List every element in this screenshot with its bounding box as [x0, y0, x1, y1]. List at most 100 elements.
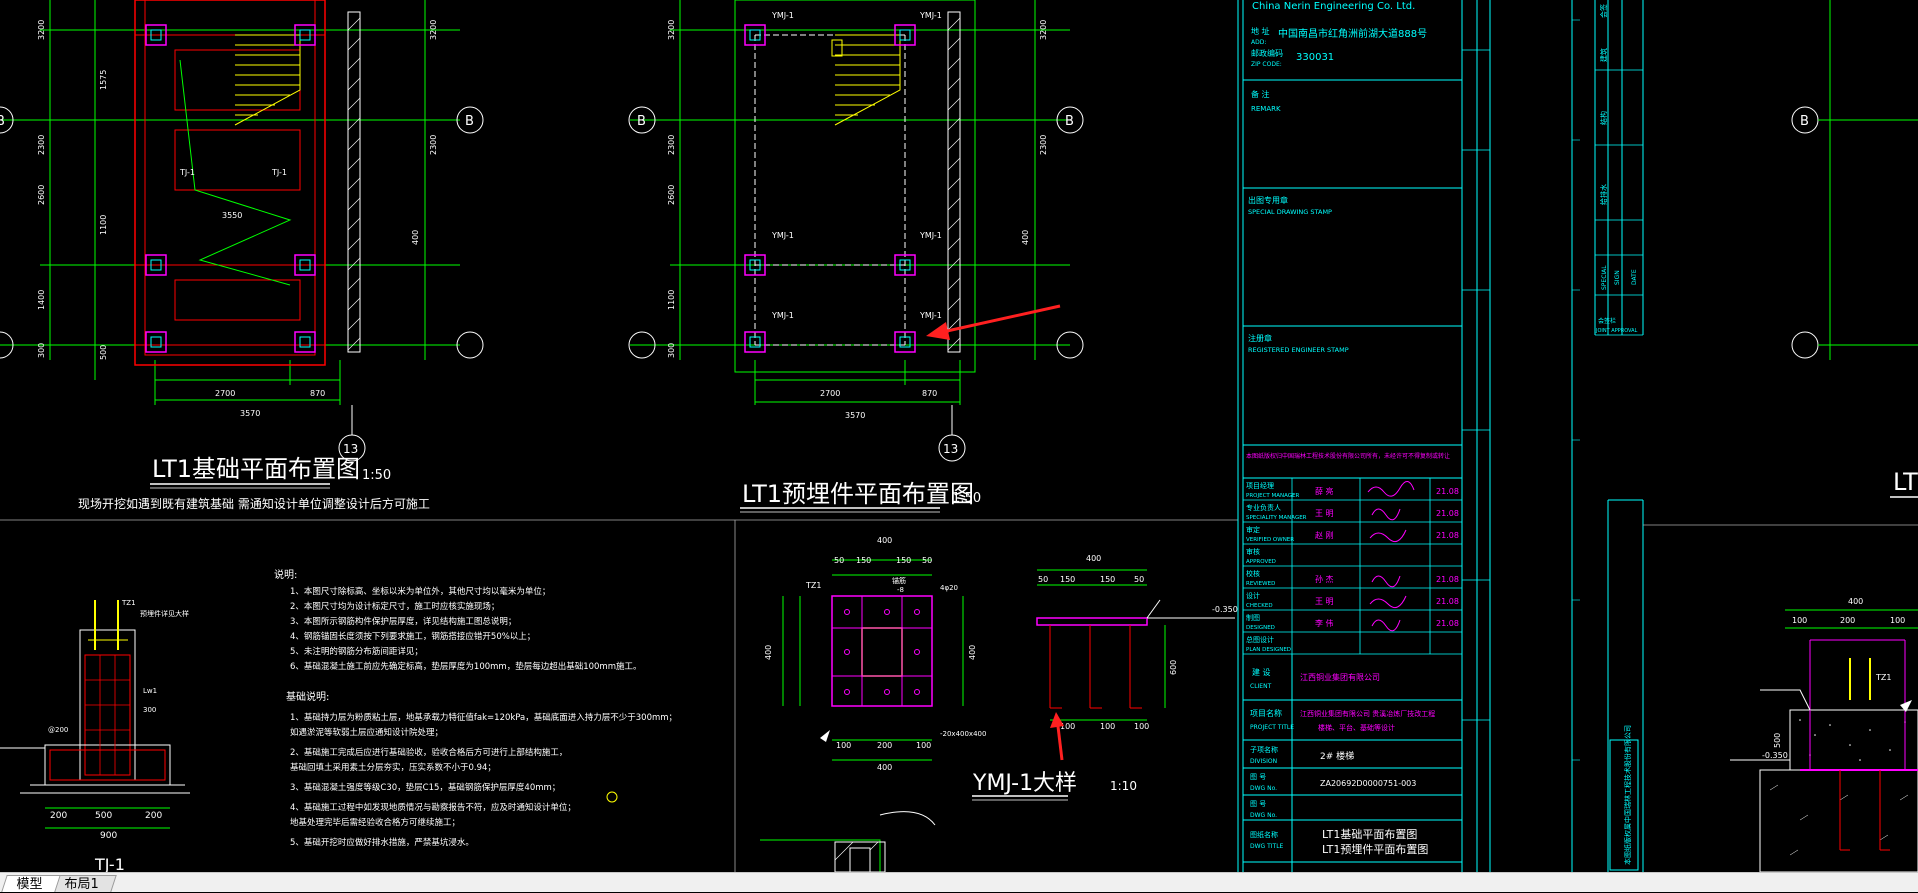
role-date: 21.08 — [1436, 619, 1459, 628]
ymj-sec-dim: 150 — [1060, 575, 1075, 584]
tj1-label: Lw1 — [143, 687, 157, 695]
plan1-dim: 2700 — [215, 389, 235, 398]
note-line: 如遇淤泥等软弱土层应通知设计院处理； — [290, 727, 443, 738]
ymj-label: 锚筋 — [892, 576, 906, 585]
rd-label: TZ1 — [1875, 673, 1891, 682]
plan1-label: 3550 — [222, 211, 242, 220]
ymj-sec-dim: 400 — [1086, 554, 1101, 563]
plan1-dim: 1400 — [37, 290, 46, 310]
role-name: 王 明 — [1315, 597, 1334, 606]
note-line: 2、基础施工完成后应进行基础验收，验收合格后方可进行上部结构施工， — [290, 747, 567, 758]
role-name: 王 明 — [1315, 509, 1334, 518]
dwg-label-en: DWG No. — [1250, 785, 1277, 792]
plan2-dim: 2700 — [820, 389, 840, 398]
plan1-scale: 1:50 — [362, 468, 391, 483]
plan1-dim: 500 — [99, 345, 108, 360]
plan1-note: 现场开挖如遇到既有建筑基础 需通知设计单位调整设计后方可施工 — [78, 496, 430, 511]
plan2-dim: 2300 — [1039, 135, 1048, 155]
note-line: 4、基础施工过程中如发现地质情况与勘察报告不符，应及时通知设计单位； — [290, 802, 576, 813]
plan1-dim: 3570 — [240, 409, 260, 418]
plan2-dim: 3200 — [667, 20, 676, 40]
ymj-sec-dim: 100 — [1100, 722, 1115, 731]
role-cn: 校核 — [1246, 569, 1260, 578]
rb-cell: 建筑 — [1599, 48, 1608, 62]
ymj-dim: 100 — [836, 741, 851, 750]
section-tj1: 200 500 200 900 TZ1 预埋件详见大样 Lw1 300 @200… — [0, 599, 190, 872]
client: 江西铜业集团有限公司 — [1300, 672, 1380, 682]
note-line: 基础回填土采用素土分层夯实，压实系数不小于0.94； — [290, 762, 496, 773]
titleblock: China Nerin Engineering Co. Ltd. 地 址 ADD… — [1237, 0, 1491, 872]
role-cn: 设计 — [1246, 591, 1260, 600]
plan2-dim: 300 — [667, 343, 676, 358]
note-line: 3、本图所示钢筋构件保护层厚度，详见结构施工图总说明； — [290, 616, 516, 627]
role-cn: 制图 — [1246, 613, 1260, 622]
ymj-tag: YMJ-1 — [919, 11, 942, 20]
project-label-en: PROJECT TITLE — [1250, 724, 1294, 731]
note-line: 6、基础混凝土施工前应先确定标高，垫层厚度为100mm，垫层每边超出基础100m… — [290, 661, 641, 672]
rd-label: -0.350 — [1762, 751, 1788, 760]
role-date: 21.08 — [1436, 531, 1459, 540]
note-line: 4、钢筋锚固长度须按下列要求施工，钢筋搭接应错开50%以上； — [290, 631, 535, 642]
project2: 楼梯、平台、基础等设计 — [1318, 723, 1395, 732]
special-stamp: 出图专用章 — [1248, 195, 1288, 205]
plan1-dim: 1575 — [99, 70, 108, 90]
ymj-tag: YMJ-1 — [771, 11, 794, 20]
rb-cell: 结构 — [1599, 111, 1608, 125]
layout-tab-bar: 模型 布局1 — [0, 872, 1918, 892]
note-line: 1、本图尺寸除标高、坐标以米为单位外，其他尺寸均以毫米为单位； — [290, 586, 550, 597]
drawing-canvas[interactable]: B B 13 2700 870 3570 3200 1575 2300 2600… — [0, 0, 1918, 872]
address: 中国南昌市红角洲前湖大道888号 — [1278, 27, 1427, 40]
special-stamp-en: SPECIAL DRAWING STAMP — [1248, 208, 1332, 216]
company-name: China Nerin Engineering Co. Ltd. — [1252, 1, 1415, 12]
ymj-sec-label: 600 — [1169, 660, 1178, 675]
notes: 说明: 1、本图尺寸除标高、坐标以米为单位外，其他尺寸均以毫米为单位； 2、本图… — [274, 568, 677, 848]
ymj-dim: 400 — [877, 763, 892, 772]
plan1-axis-b: B — [465, 114, 474, 129]
tj1-label: 预埋件详见大样 — [140, 609, 189, 618]
zip-label: 邮政编码 — [1251, 48, 1283, 58]
annotation-arrow — [937, 304, 1061, 335]
note-line: 5、未注明的钢筋分布筋间距详见； — [290, 646, 423, 657]
plan2-dim: 2600 — [667, 185, 676, 205]
tab-model[interactable]: 模型 — [1, 875, 61, 892]
tj1-label: 300 — [143, 706, 156, 714]
plan2-dim: 2300 — [667, 135, 676, 155]
dwg-label2: 图 号 — [1250, 800, 1266, 808]
role-cn: 审核 — [1246, 547, 1260, 556]
engineer-stamp: 注册章 — [1248, 333, 1272, 343]
side-text: 本图纸版权属中国瑞林工程技术股份有限公司 — [1623, 725, 1632, 865]
ymj-sec-dim: 150 — [1100, 575, 1115, 584]
addr-label: 地 址 — [1251, 26, 1270, 36]
project: 江西铜业集团有限公司 贵溪冶炼厂技改工程 — [1300, 709, 1435, 718]
tj1-dim: 200 — [145, 811, 162, 821]
plan1-label: TJ-1 — [271, 168, 287, 177]
ymj-sec-label: -0.350 — [1212, 605, 1238, 614]
plan2-dim: 3570 — [845, 411, 865, 420]
role-name: 孙 杰 — [1315, 574, 1334, 584]
note-line: 地基处理完毕后需经验收合格方可继续施工； — [290, 817, 460, 828]
tj1-dim: 500 — [95, 811, 112, 821]
ymj-dim: 400 — [877, 536, 892, 545]
ymj-dim: 150 — [856, 556, 871, 565]
plan1-axis-13: 13 — [343, 442, 358, 456]
remark-label: 备 注 — [1251, 89, 1270, 99]
role-date: 21.08 — [1436, 509, 1459, 518]
tj1-label: TZ1 — [121, 599, 136, 607]
plan1-axis-b-left: B — [0, 114, 5, 129]
role-row: 总图设计 PLAN DESIGNED — [1246, 635, 1291, 653]
cad-drawing[interactable]: B B 13 2700 870 3570 3200 1575 2300 2600… — [0, 0, 1918, 872]
rb-cell: 会签 — [1599, 4, 1608, 18]
ymj-tag: YMJ-1 — [771, 311, 794, 320]
role-name: 薛 亮 — [1315, 486, 1334, 496]
plan1-dim: 300 — [37, 343, 46, 358]
approval: 会签栏 — [1598, 317, 1616, 325]
role-en: APPROVED — [1246, 559, 1276, 565]
ymj-tag: YMJ-1 — [919, 231, 942, 240]
role-row: 校核 REVIEWED 孙 杰 21.08 — [1246, 569, 1459, 587]
ymj-dim: 100 — [916, 741, 931, 750]
plan1-dim: 870 — [310, 389, 325, 398]
role-row: 项目经理 PROJECT MANAGER 薛 亮 21.08 — [1246, 481, 1459, 499]
project-label: 项目名称 — [1250, 708, 1282, 718]
ymj-sec-dim: 100 — [1134, 722, 1149, 731]
ymj-tag: YMJ-1 — [919, 311, 942, 320]
